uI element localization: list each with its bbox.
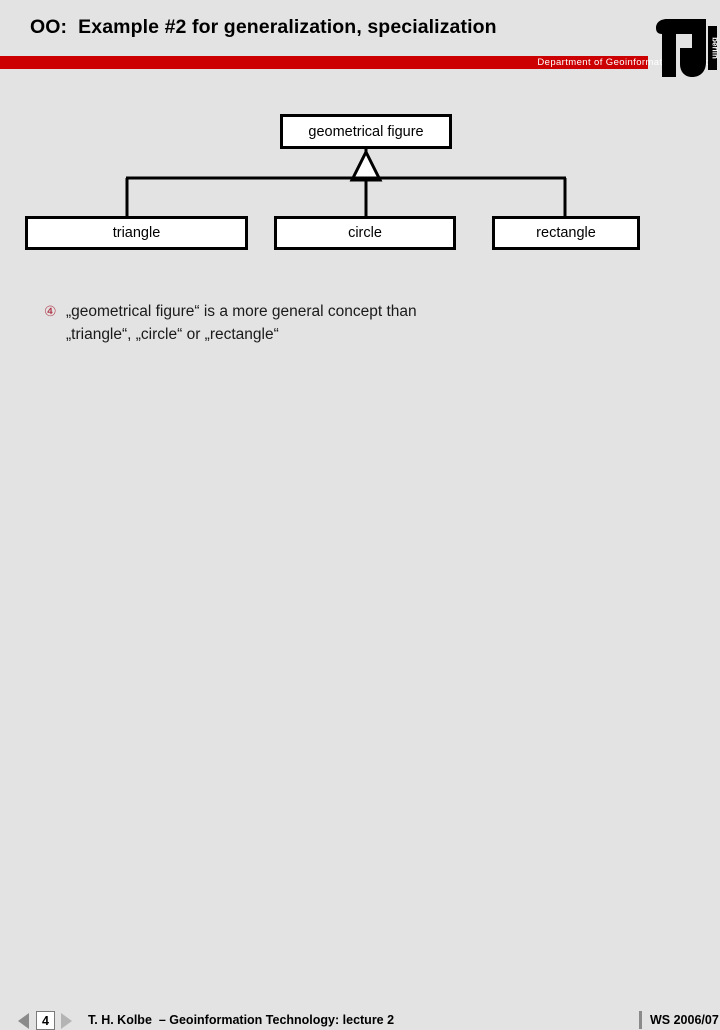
page-title: OO: Example #2 for generalization, speci… (30, 16, 497, 38)
class-hierarchy-diagram: geometrical figure triangle circle recta… (0, 100, 720, 270)
uml-class-geometrical-figure[interactable]: geometrical figure (280, 114, 452, 149)
department-label: Department of Geoinformation Science (537, 57, 716, 68)
slide-footer: 4 T. H. Kolbe – Geoinformation Technolog… (0, 502, 720, 1030)
bullet-item: ④ „geometrical figure“ is a more general… (44, 300, 564, 346)
uml-class-label: circle (348, 225, 382, 241)
footer-divider (639, 1011, 642, 1029)
uml-class-triangle[interactable]: triangle (25, 216, 248, 250)
uml-class-circle[interactable]: circle (274, 216, 456, 250)
bullet-marker-icon: ④ (44, 303, 57, 319)
page-number-badge[interactable]: 4 (36, 1011, 55, 1030)
triangle-left-icon[interactable] (18, 1013, 29, 1029)
generalization-arrowhead (349, 148, 383, 182)
footer-credit-text: T. H. Kolbe – Geoinformation Technology:… (88, 1013, 395, 1027)
logo-wordmark: berlin (711, 37, 719, 59)
uml-class-label: triangle (112, 225, 161, 241)
bullet-text: „geometrical figure“ is a more general c… (66, 303, 417, 343)
uml-class-label: rectangle (536, 225, 596, 241)
tu-berlin-logo: berlin (652, 14, 718, 82)
header-accent-bar (0, 56, 648, 69)
triangle-right-icon[interactable] (61, 1013, 72, 1029)
footer-term-label: WS 2006/07 (650, 1013, 719, 1027)
uml-class-rectangle[interactable]: rectangle (492, 216, 640, 250)
uml-class-label: geometrical figure (308, 123, 424, 140)
